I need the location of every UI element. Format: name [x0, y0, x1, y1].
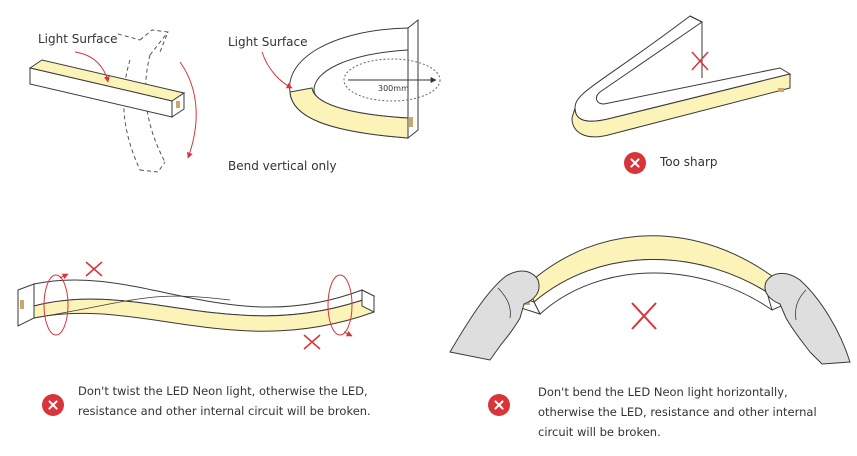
twist-illustration [17, 261, 376, 350]
horizontal-bend-warning-line-3: circuit will be broken. [538, 425, 661, 439]
right-glove-icon [764, 273, 851, 365]
vertical-bend-curve-illustration [261, 18, 441, 140]
twist-warning-line-2: resistance and other internal circuit wi… [78, 404, 371, 418]
too-sharp-caption: Too sharp [660, 155, 718, 169]
light-surface-label-straight: Light Surface [38, 32, 118, 46]
twist-warning-text: Don't twist the LED Neon light, otherwis… [78, 381, 371, 421]
vertical-bend-caption: Bend vertical only [228, 159, 337, 173]
horizontal-bend-warning-icon [488, 394, 510, 416]
vertical-bend-straight-illustration [28, 29, 197, 173]
horizontal-bend-illustration [449, 235, 851, 365]
light-surface-label-curve: Light Surface [228, 35, 308, 49]
too-sharp-illustration [571, 15, 792, 138]
bend-radius-label: 300mm [378, 84, 409, 93]
horizontal-bend-warning-text: Don't bend the LED Neon light horizontal… [538, 382, 817, 442]
twist-warning-line-1: Don't twist the LED Neon light, otherwis… [78, 384, 368, 398]
horizontal-bend-warning-line-2: otherwise the LED, resistance and other … [538, 405, 817, 419]
twist-warning-icon [42, 394, 64, 416]
too-sharp-warning-icon [624, 152, 646, 174]
left-glove-icon [449, 270, 540, 361]
horizontal-bend-warning-line-1: Don't bend the LED Neon light horizontal… [538, 385, 788, 399]
